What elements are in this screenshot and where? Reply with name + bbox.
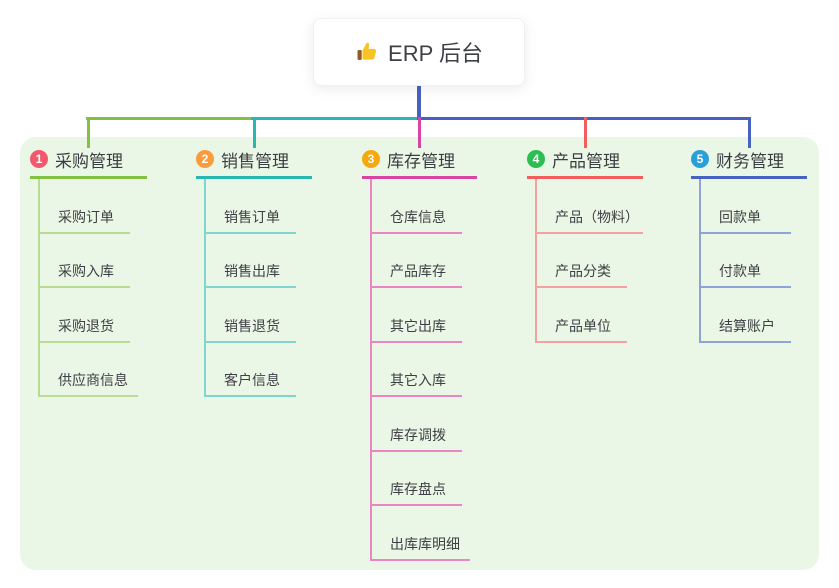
branch-label: 产品管理 bbox=[552, 151, 620, 171]
child-row: 出库库明细 bbox=[372, 506, 477, 561]
branch-index-badge: 5 bbox=[691, 150, 709, 168]
child-node[interactable]: 采购订单 bbox=[40, 207, 130, 234]
child-node[interactable]: 产品库存 bbox=[372, 261, 462, 288]
branch-column: 2 销售管理 销售订单 销售出库 销售退货 客户信息 bbox=[196, 117, 312, 397]
bus-line-segment-teal bbox=[251, 117, 419, 120]
child-row: 供应商信息 bbox=[40, 343, 147, 397]
child-row: 回款单 bbox=[701, 179, 807, 234]
root-node-label: ERP 后台 bbox=[388, 41, 483, 66]
branch-index-badge: 4 bbox=[527, 150, 545, 168]
branch-connector-line bbox=[252, 117, 256, 148]
branch-label: 销售管理 bbox=[221, 151, 289, 171]
branches-background-panel bbox=[20, 137, 819, 570]
branch-index-badge: 3 bbox=[362, 150, 380, 168]
child-node[interactable]: 付款单 bbox=[701, 261, 791, 288]
branch-connector-line bbox=[583, 117, 587, 148]
branch-children-list: 仓库信息 产品库存 其它出库 其它入库 库存调拨 库存盘点 出库库明细 bbox=[370, 179, 477, 561]
bus-line-segment-green bbox=[86, 117, 253, 120]
child-row: 仓库信息 bbox=[372, 179, 477, 234]
child-node[interactable]: 产品（物料） bbox=[537, 207, 643, 234]
child-node[interactable]: 库存调拨 bbox=[372, 425, 462, 452]
child-row: 采购订单 bbox=[40, 179, 147, 234]
child-row: 销售出库 bbox=[206, 234, 312, 288]
child-row: 库存盘点 bbox=[372, 452, 477, 506]
child-node[interactable]: 其它入库 bbox=[372, 370, 462, 397]
branch-children-list: 回款单 付款单 结算账户 bbox=[699, 179, 807, 343]
branch-children-list: 采购订单 采购入库 采购退货 供应商信息 bbox=[38, 179, 147, 397]
child-row: 客户信息 bbox=[206, 343, 312, 397]
child-node[interactable]: 结算账户 bbox=[701, 316, 791, 343]
child-row: 结算账户 bbox=[701, 288, 807, 343]
root-node[interactable]: ERP 后台 bbox=[313, 18, 525, 86]
child-row: 库存调拨 bbox=[372, 397, 477, 452]
child-row: 采购入库 bbox=[40, 234, 147, 288]
child-node[interactable]: 销售退货 bbox=[206, 316, 296, 343]
child-row: 产品（物料） bbox=[537, 179, 643, 234]
branch-connector-line bbox=[747, 117, 751, 148]
thumbs-up-icon bbox=[355, 40, 379, 64]
child-node[interactable]: 出库库明细 bbox=[372, 534, 470, 561]
branch-title-node[interactable]: 2 销售管理 bbox=[196, 148, 312, 179]
branch-column: 5 财务管理 回款单 付款单 结算账户 bbox=[691, 117, 807, 343]
child-node[interactable]: 其它出库 bbox=[372, 316, 462, 343]
child-node[interactable]: 供应商信息 bbox=[40, 370, 138, 397]
child-node[interactable]: 仓库信息 bbox=[372, 207, 462, 234]
child-node[interactable]: 客户信息 bbox=[206, 370, 296, 397]
child-node[interactable]: 销售订单 bbox=[206, 207, 296, 234]
root-connector-line bbox=[417, 83, 421, 119]
child-node[interactable]: 销售出库 bbox=[206, 261, 296, 288]
child-node[interactable]: 采购退货 bbox=[40, 316, 130, 343]
child-node[interactable]: 产品分类 bbox=[537, 261, 627, 288]
branch-connector-line bbox=[418, 117, 421, 148]
branch-label: 采购管理 bbox=[55, 151, 123, 171]
branch-index-badge: 2 bbox=[196, 150, 214, 168]
child-row: 付款单 bbox=[701, 234, 807, 288]
child-row: 销售订单 bbox=[206, 179, 312, 234]
branch-title-node[interactable]: 1 采购管理 bbox=[30, 148, 147, 179]
child-row: 其它入库 bbox=[372, 343, 477, 397]
child-row: 产品单位 bbox=[537, 288, 643, 343]
branch-index-badge: 1 bbox=[30, 150, 48, 168]
child-row: 销售退货 bbox=[206, 288, 312, 343]
child-row: 产品分类 bbox=[537, 234, 643, 288]
child-node[interactable]: 回款单 bbox=[701, 207, 791, 234]
branch-title-node[interactable]: 3 库存管理 bbox=[362, 148, 477, 179]
child-node[interactable]: 产品单位 bbox=[537, 316, 627, 343]
branch-column: 4 产品管理 产品（物料） 产品分类 产品单位 bbox=[527, 117, 643, 343]
branch-title-node[interactable]: 4 产品管理 bbox=[527, 148, 643, 179]
branch-connector-line bbox=[87, 117, 90, 148]
branch-children-list: 销售订单 销售出库 销售退货 客户信息 bbox=[204, 179, 312, 397]
branch-children-list: 产品（物料） 产品分类 产品单位 bbox=[535, 179, 643, 343]
child-node[interactable]: 库存盘点 bbox=[372, 479, 462, 506]
branch-label: 财务管理 bbox=[716, 151, 784, 171]
branch-title-node[interactable]: 5 财务管理 bbox=[691, 148, 807, 179]
branch-label: 库存管理 bbox=[387, 151, 455, 171]
branch-column: 1 采购管理 采购订单 采购入库 采购退货 供应商信息 bbox=[30, 117, 147, 397]
child-node[interactable]: 采购入库 bbox=[40, 261, 130, 288]
child-row: 其它出库 bbox=[372, 288, 477, 343]
child-row: 产品库存 bbox=[372, 234, 477, 288]
branch-column: 3 库存管理 仓库信息 产品库存 其它出库 其它入库 库存调拨 库存盘点 出库库… bbox=[362, 117, 477, 561]
child-row: 采购退货 bbox=[40, 288, 147, 343]
